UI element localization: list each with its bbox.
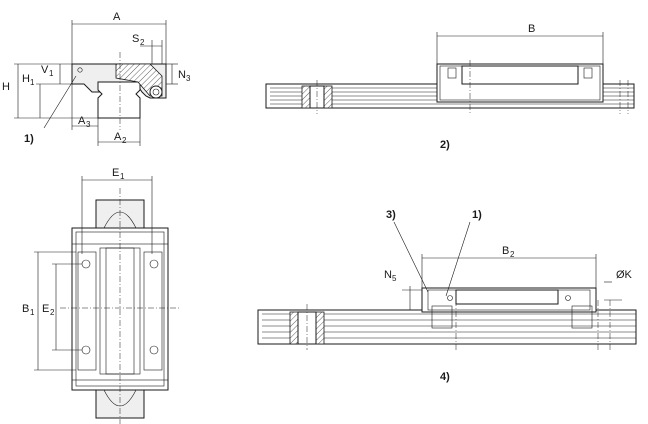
dim-b2: B — [502, 245, 509, 257]
dim-n5: N — [384, 269, 392, 281]
callout-1-front: 1) — [24, 133, 34, 145]
dim-k: ØK — [616, 269, 633, 281]
dim-e1-sub: 1 — [120, 172, 125, 181]
dim-b1-sub: 1 — [30, 308, 35, 317]
dim-h1: H — [22, 73, 30, 85]
dim-b2-sub: 2 — [510, 250, 515, 259]
dim-v1: V — [41, 64, 49, 76]
dim-a2: A — [114, 131, 122, 143]
dim-a3-sub: 3 — [86, 120, 91, 129]
dim-e1: E — [112, 167, 119, 179]
dim-n5-sub: 5 — [392, 274, 397, 283]
side-view-4: B 2 N 5 ØK 3) 1) 4) — [257, 209, 637, 383]
dim-a2-sub: 2 — [122, 136, 127, 145]
front-section-view: A S 2 N 3 V 1 H H 1 A 3 A 2 1) — [2, 11, 191, 146]
dim-h: H — [2, 81, 10, 93]
top-view: E 1 B 1 E 2 — [22, 167, 180, 424]
callout-4: 4) — [440, 371, 450, 383]
side-view-2: B 2) — [265, 23, 635, 151]
dim-a: A — [113, 11, 121, 23]
dim-a3: A — [78, 115, 86, 127]
dim-n3-sub: 3 — [186, 74, 191, 83]
dim-b1: B — [22, 303, 29, 315]
callout-1-side: 1) — [472, 209, 482, 221]
dim-n3: N — [178, 69, 186, 81]
dim-e2: E — [42, 303, 49, 315]
dim-b: B — [528, 23, 535, 35]
dim-s2: S — [132, 33, 139, 45]
callout-3: 3) — [386, 209, 396, 221]
callout-2: 2) — [440, 139, 450, 151]
dim-v1-sub: 1 — [49, 69, 54, 78]
dim-h1-sub: 1 — [30, 78, 35, 87]
dim-e2-sub: 2 — [50, 308, 55, 317]
dim-s2-sub: 2 — [140, 38, 145, 47]
